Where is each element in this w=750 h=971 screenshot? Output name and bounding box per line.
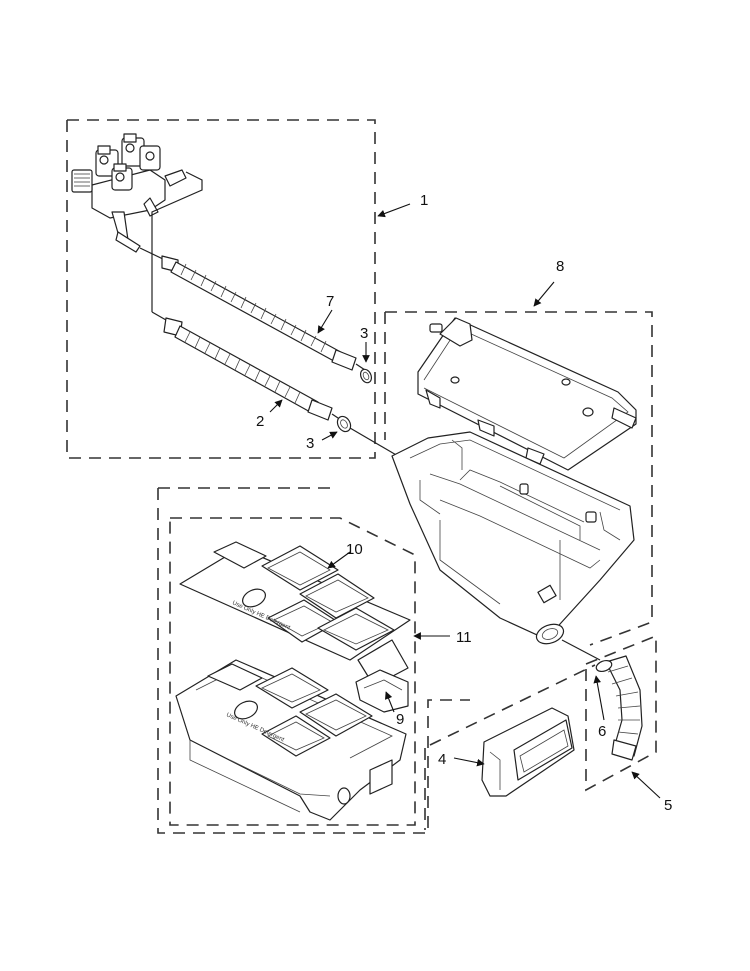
clamp-lower (336, 415, 399, 457)
group-box-dispenser-housing (384, 311, 653, 646)
leader-lines (269, 203, 661, 799)
callout-7: 7 (326, 293, 334, 310)
group-box-drawer-outer (157, 487, 470, 834)
callout-3-upper: 3 (360, 325, 368, 342)
dispenser-lid (417, 317, 637, 471)
callout-9: 9 (396, 711, 404, 728)
callout-10: 10 (346, 541, 363, 558)
drawer-lower: Use Only HE Detergent (175, 659, 407, 821)
group-box-bellows (585, 634, 657, 792)
callout-2: 2 (256, 413, 264, 430)
callout-8: 8 (556, 258, 564, 275)
callout-11: 11 (456, 629, 472, 646)
clamp-upper (359, 368, 373, 384)
callout-4: 4 (438, 751, 446, 768)
bellows-hose (595, 655, 643, 761)
drawer-handle (481, 707, 575, 797)
callout-6: 6 (598, 723, 606, 740)
group-box-handle (424, 664, 596, 830)
callout-3-lower: 3 (306, 435, 314, 452)
drawer-insert: Use Only HE Detergent (179, 541, 411, 687)
group-box-valve-hoses (66, 119, 376, 459)
callouts: 1 8 7 3 2 3 10 11 9 4 6 5 (256, 192, 672, 814)
dispenser-housing (391, 431, 635, 661)
group-box-drawer-inner (169, 517, 416, 826)
siphon-bracket (355, 669, 409, 713)
hose-lower (163, 317, 339, 421)
callout-1: 1 (420, 192, 428, 209)
water-inlet-valve (71, 133, 203, 321)
hose-upper (161, 255, 369, 373)
callout-5: 5 (664, 797, 672, 814)
